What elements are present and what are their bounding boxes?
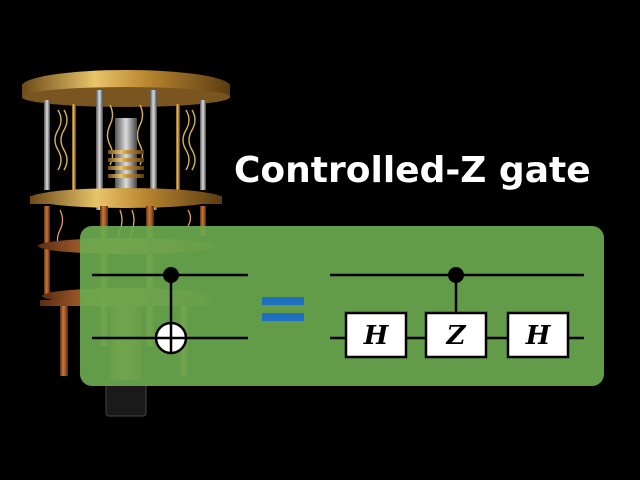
control-dot-icon [163,267,179,283]
hzh-circuit: H Z H [330,267,584,359]
gate-label: Z [446,321,467,351]
cnot-target-icon [154,321,188,355]
equals-symbol [262,297,304,321]
gate-label: H [525,321,552,351]
hadamard-gate-first: H [344,311,408,359]
page-title: Controlled-Z gate [234,150,591,191]
cnot-circuit [92,267,248,355]
control-dot-icon [448,267,464,283]
hadamard-gate-second: H [506,311,570,359]
gate-label: H [363,321,390,351]
z-gate: Z [424,311,488,359]
diagram-panel [80,226,604,386]
